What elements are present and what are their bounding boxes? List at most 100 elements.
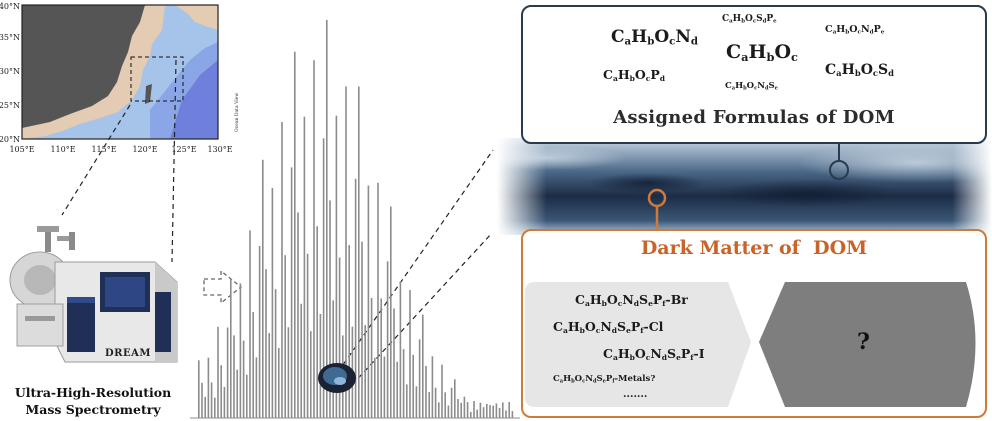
spectrum-peak	[434, 387, 437, 418]
spectrum-peak	[457, 399, 459, 418]
formula-subscript: c	[582, 378, 586, 385]
formula-element: O	[746, 81, 755, 91]
spectrum-peak	[345, 86, 347, 418]
spectrum-peak	[310, 331, 312, 418]
formula-subscript: b	[579, 325, 585, 335]
formula-cl: CaHbOcNdSePf-Cl	[553, 319, 663, 335]
spectrum-peak	[418, 339, 421, 418]
formula-element: P	[652, 292, 663, 307]
formula-chosp: CaHbOcSdPe	[722, 14, 777, 24]
formula-suffix: -I	[693, 346, 705, 361]
spectrum-peak	[210, 382, 213, 418]
formula-element: N	[622, 292, 634, 307]
spectrum-peak	[255, 357, 258, 418]
lon-tick: 105°E	[9, 145, 34, 154]
spectrum-peak	[383, 356, 386, 418]
spectrum-peak	[306, 253, 309, 418]
assigned-panel-title: Assigned Formulas of DOM	[613, 107, 895, 128]
study-area-map: 40°N 35°N 30°N 25°N 20°N 105°E 110°E 115…	[0, 0, 245, 158]
formula-element: O	[860, 62, 873, 78]
formula-subscript: e	[880, 29, 885, 36]
lat-tick: 25°N	[0, 101, 20, 110]
spectrum-peak	[249, 230, 251, 418]
formula-subscript: b	[571, 378, 575, 385]
spectrum-peak	[431, 356, 434, 418]
formula-element: O	[744, 14, 753, 24]
spectrum-peak	[450, 387, 453, 418]
spectrum-peak	[198, 360, 200, 418]
spectrum-peak	[476, 409, 478, 418]
spectrum-peak	[370, 297, 373, 418]
formula-subscript: d	[611, 325, 618, 335]
spectrum-peak	[511, 411, 514, 418]
formula-element: N	[650, 346, 662, 361]
lon-tick: 130°E	[207, 145, 232, 154]
spectrum-peak	[329, 200, 331, 418]
spectrum-peak	[322, 138, 325, 419]
spectrum-peak	[332, 300, 334, 418]
spectrum-peak	[348, 245, 350, 418]
formula-chos: CaHbOcSd	[825, 62, 894, 78]
map-watermark: Ocean Data View	[234, 93, 240, 132]
formula-chonp: CaHbOcNdPe	[825, 24, 884, 35]
formula-subscript: a	[559, 378, 564, 385]
formula-subscript: c	[872, 68, 878, 79]
spectrum-peaks	[198, 19, 514, 419]
spectrum-peak	[335, 115, 338, 418]
spectrum-peak	[486, 403, 488, 418]
callout-shape	[525, 282, 751, 407]
formula-subscript: a	[731, 85, 736, 92]
formula-subscript: e	[676, 352, 681, 362]
mass-spectrometer-illustration: DREAM	[5, 222, 185, 372]
formula-subscript: c	[791, 49, 798, 64]
formula-element: P	[873, 24, 881, 35]
spectrum-peak	[396, 361, 398, 418]
formula-suffix: -Br	[665, 292, 688, 307]
spectrum-peak	[316, 226, 318, 418]
spectrum-peak	[441, 364, 443, 418]
lat-tick: 30°N	[0, 67, 20, 76]
formula-subscript: d	[690, 35, 699, 48]
spectrum-peak	[406, 384, 408, 418]
formula-element: N	[860, 24, 870, 35]
spectrum-peak	[489, 405, 491, 418]
spectrum-peak	[252, 312, 254, 418]
spectrum-peak	[230, 278, 232, 418]
formula-element: S	[596, 374, 603, 384]
spectrum-peak	[271, 187, 274, 418]
formula-subscript: e	[774, 85, 778, 92]
formula-element: H	[732, 14, 742, 24]
formula-element: C	[725, 81, 732, 91]
formula-element: O	[634, 346, 646, 361]
spectrum-peak	[466, 402, 469, 418]
formula-cho: CaHbOc	[726, 41, 798, 64]
formula-element: O	[574, 374, 583, 384]
spectrum-peak	[425, 365, 427, 418]
spectrum-peak	[204, 396, 206, 418]
formula-element: C	[825, 24, 833, 35]
spectrum-peak	[495, 403, 498, 418]
assigned-formulas-panel: CaHbOcNd CaHbOcSdPe CaHbOcNdPe CaHbOc Ca…	[521, 5, 987, 144]
lat-tick: 20°N	[0, 135, 20, 144]
spectrum-peak	[492, 405, 494, 418]
dark-matter-blob	[318, 363, 356, 393]
formula-subscript: d	[888, 68, 894, 79]
spectrum-peak	[460, 402, 462, 418]
formula-subscript: f	[612, 378, 615, 385]
spectrum-peak	[393, 308, 395, 418]
formula-suffix: -Metals?	[614, 374, 656, 384]
formula-element: H	[567, 319, 580, 334]
formula-subscript: a	[832, 29, 837, 36]
spectrum-peak	[274, 289, 277, 418]
formula-subscript: b	[629, 73, 635, 83]
formula-i: CaHbOcNdSePf-I	[603, 346, 705, 362]
spectrum-peak	[326, 19, 328, 419]
formula-element: O	[774, 41, 791, 63]
spectrum-peak	[473, 401, 475, 418]
formula-chon: CaHbOcNd	[611, 27, 698, 48]
formula-subscript: b	[741, 18, 745, 25]
formula-subscript: d	[869, 29, 874, 36]
formula-element: O	[606, 292, 618, 307]
